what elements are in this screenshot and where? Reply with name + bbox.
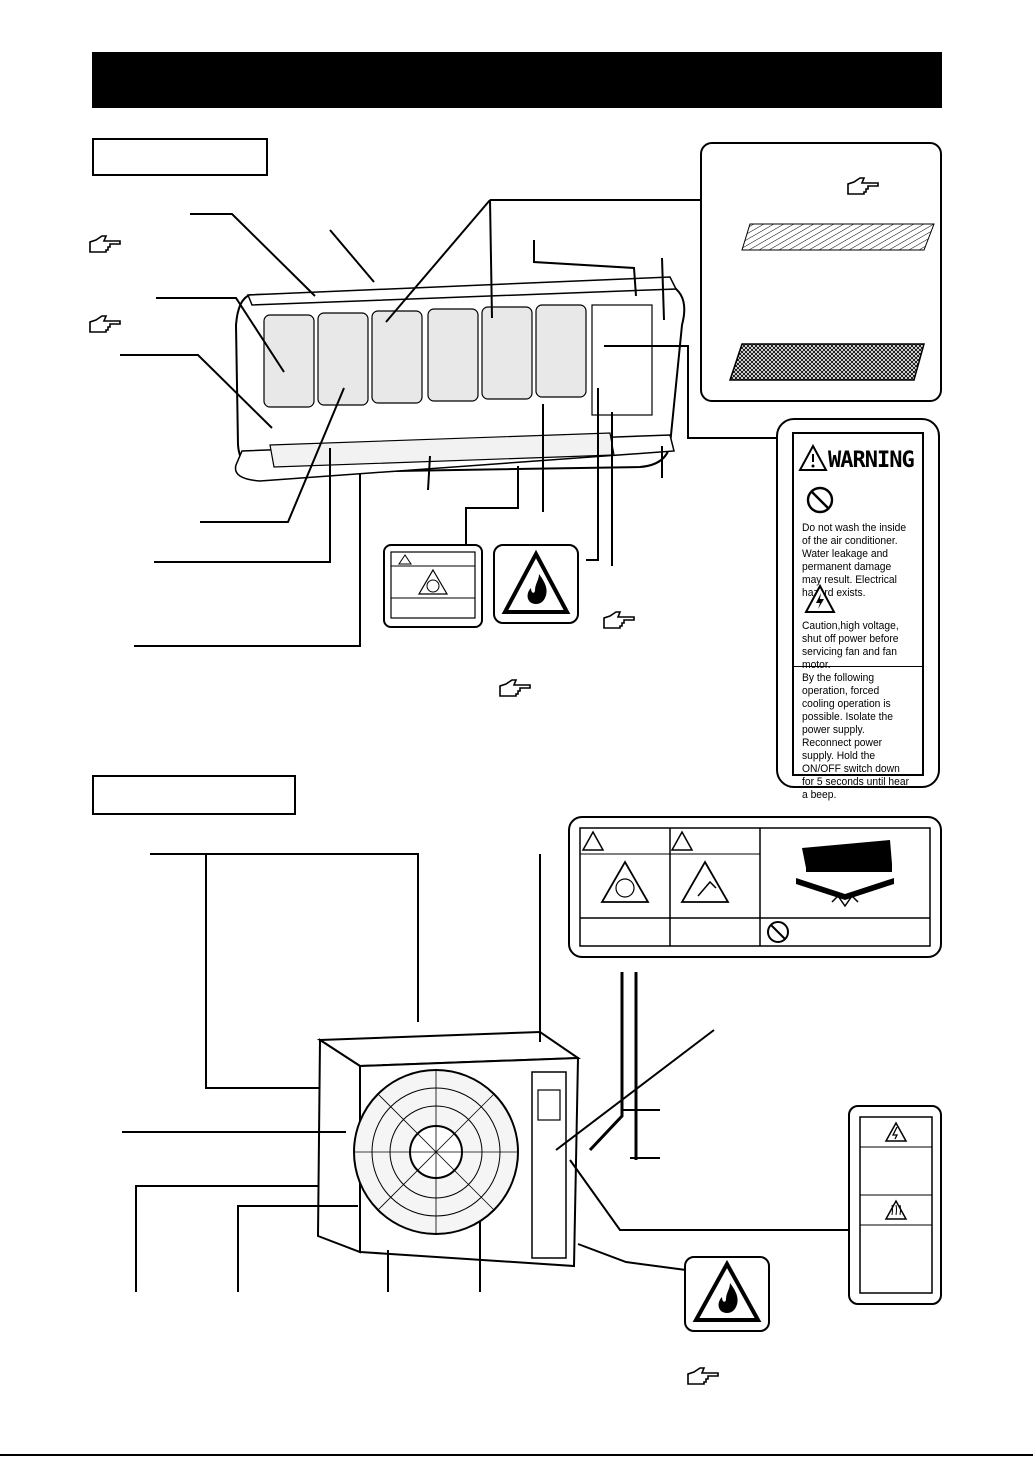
warning-triangle-icon <box>798 444 828 471</box>
pointing-hand-icon <box>847 177 879 195</box>
prohibition-icon <box>806 486 834 514</box>
flammable-label-indoor <box>493 544 579 624</box>
warning-text-no-wash: Do not wash the inside of the air condit… <box>802 522 907 599</box>
flame-icon <box>692 1259 762 1322</box>
flame-icon <box>501 549 571 614</box>
pointing-hand-icon <box>687 1367 719 1385</box>
outdoor-unit-illustration <box>316 1030 582 1268</box>
pointing-hand-icon <box>603 611 635 629</box>
indoor-unit-section-label <box>92 138 268 176</box>
outdoor-caution-illustration <box>579 827 931 947</box>
indoor-unit-illustration <box>234 276 686 482</box>
page-title-bar <box>92 52 942 108</box>
air-filter-inset <box>700 142 942 402</box>
warning-divider <box>794 666 922 667</box>
warning-text-forced-cooling: By the following operation, forced cooli… <box>802 672 909 801</box>
pointing-hand-icon <box>89 315 121 333</box>
pointing-hand-icon <box>499 679 531 697</box>
air-filter-illustration <box>728 223 935 381</box>
page-bottom-rule <box>0 1454 1033 1456</box>
high-voltage-icon <box>804 584 836 613</box>
fan-caution-label <box>383 544 483 628</box>
outdoor-unit-section-label <box>92 775 296 815</box>
warning-title: WARNING <box>828 448 915 473</box>
warning-label-panel: WARNING Do not wash the inside of the ai… <box>776 418 940 801</box>
fan-icon <box>390 551 476 619</box>
flammable-label-outdoor <box>684 1256 770 1332</box>
outdoor-caution-label <box>568 816 942 958</box>
warning-text-high-voltage: Caution,high voltage, shut off power bef… <box>802 620 899 671</box>
pointing-hand-icon <box>89 235 121 253</box>
outdoor-voltage-hot-label <box>848 1105 942 1305</box>
